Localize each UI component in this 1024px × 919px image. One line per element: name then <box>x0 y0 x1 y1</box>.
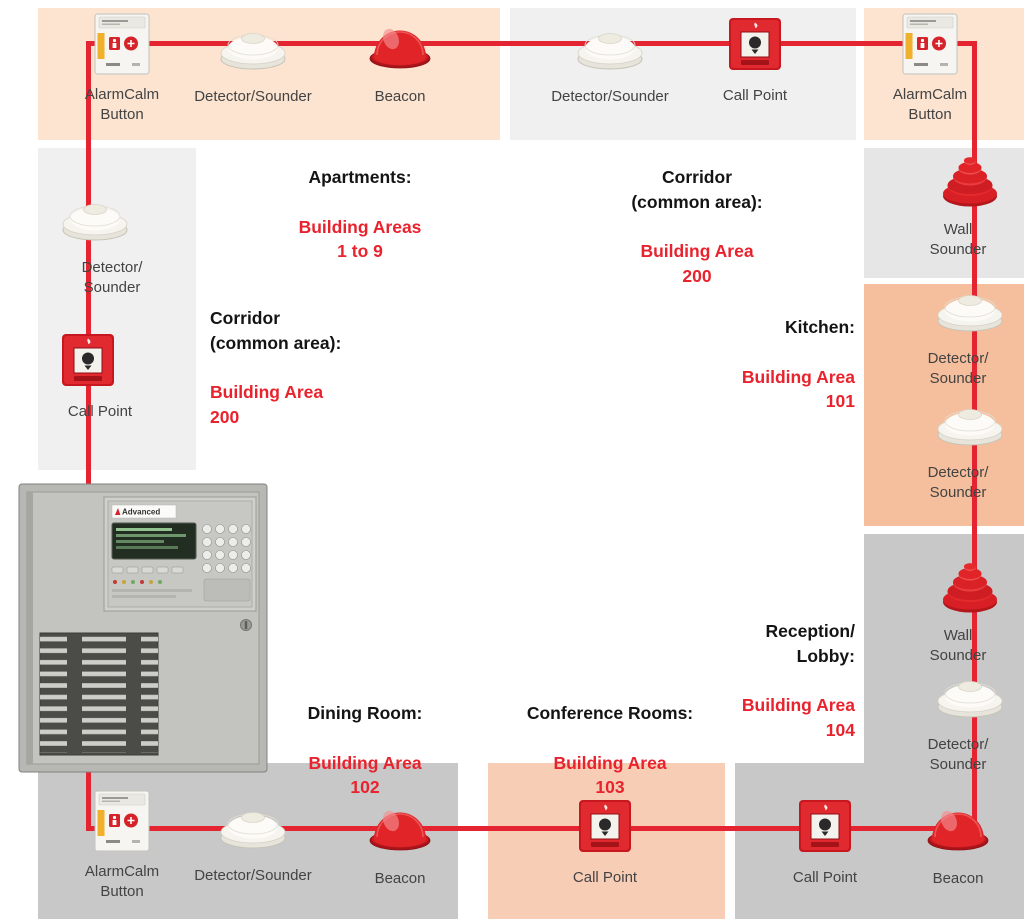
device-label: Wall Sounder <box>929 627 987 664</box>
device-call-point: Call Point <box>750 798 900 888</box>
device-alarmcalm-button: AlarmCalm Button <box>47 790 197 902</box>
area-heading: Dining Room: <box>307 702 423 723</box>
detector-sounder-icon <box>60 196 130 242</box>
device-label: Detector/Sounder <box>194 88 312 105</box>
device-label: Wall Sounder <box>929 221 987 258</box>
device-alarmcalm-button: AlarmCalm Button <box>855 13 1005 125</box>
area-heading: Corridor (common area): <box>210 307 342 353</box>
area-label-kitchen: Kitchen: Building Area 101 <box>742 290 855 439</box>
device-alarmcalm-button: AlarmCalm Button <box>47 13 197 125</box>
detector-sounder-icon <box>935 673 1005 719</box>
device-beacon: Beacon <box>325 799 475 889</box>
detector-sounder-icon <box>935 401 1005 447</box>
device-label: AlarmCalm Button <box>84 863 160 900</box>
area-heading: Apartments: <box>308 166 412 187</box>
area-detail: Building Area 103 <box>553 752 667 798</box>
device-wall-sounder: Wall Sounder <box>883 150 1024 260</box>
call-point-icon <box>60 332 116 388</box>
device-call-point: Call Point <box>680 16 830 106</box>
device-label: Detector/ Sounder <box>927 736 989 773</box>
zone-corridor-top <box>510 8 856 140</box>
device-detector-sounder: Detector/ Sounder <box>883 287 1024 389</box>
area-label-corridor-left: Corridor (common area): Building Area 20… <box>210 281 341 455</box>
zone-right-upper <box>864 148 1024 278</box>
area-detail: Building Area 200 <box>640 241 754 287</box>
device-detector-sounder: Detector/ Sounder <box>883 401 1024 503</box>
device-label: Detector/Sounder <box>194 867 312 884</box>
area-label-corridor-top: Corridor (common area): Building Area 20… <box>631 140 762 314</box>
device-label: Detector/ Sounder <box>81 259 143 296</box>
device-label: Call Point <box>67 403 133 420</box>
fire-alarm-control-panel: Advanced <box>18 483 268 778</box>
detector-sounder-icon <box>575 25 645 71</box>
beacon-icon <box>926 799 990 851</box>
device-label: Call Point <box>572 869 638 886</box>
zone-corridor-left <box>38 148 196 470</box>
area-detail: Building Area 102 <box>308 752 422 798</box>
device-detector-sounder: Detector/Sounder <box>178 25 328 107</box>
call-point-icon <box>797 798 853 854</box>
device-label: Detector/ Sounder <box>927 464 989 501</box>
device-beacon: Beacon <box>325 17 475 107</box>
area-label-reception-lobby: Reception/ Lobby: Building Area 104 <box>742 594 855 768</box>
wall-sounder-icon <box>939 150 1001 208</box>
device-call-point: Call Point <box>25 332 175 422</box>
area-label-apartments: Apartments: Building Areas 1 to 9 <box>299 140 422 289</box>
detector-sounder-icon <box>218 804 288 850</box>
device-call-point: Call Point <box>530 798 680 888</box>
device-label: Beacon <box>932 870 984 887</box>
wall-sounder-icon <box>939 556 1001 614</box>
area-label-conference-rooms: Conference Rooms: Building Area 103 <box>527 676 693 825</box>
device-label: Detector/ Sounder <box>927 350 989 387</box>
area-heading: Conference Rooms: <box>526 702 694 723</box>
detector-sounder-icon <box>935 287 1005 333</box>
device-wall-sounder: Wall Sounder <box>883 556 1024 666</box>
area-label-dining-room: Dining Room: Building Area 102 <box>308 676 423 825</box>
area-detail: Building Areas 1 to 9 <box>298 216 422 262</box>
area-heading: Corridor (common area): <box>631 166 763 212</box>
area-detail: Building Area 104 <box>741 695 855 741</box>
detector-sounder-icon <box>218 25 288 71</box>
device-label: Detector/Sounder <box>551 88 669 105</box>
loop-wire-panel-drop <box>86 766 91 828</box>
loop-wire-bottom <box>86 826 977 831</box>
device-label: Call Point <box>722 87 788 104</box>
alarmcalm-button-icon <box>92 13 152 75</box>
device-label: AlarmCalm Button <box>892 86 968 123</box>
device-beacon: Beacon <box>883 799 1024 889</box>
alarmcalm-button-icon <box>92 790 152 852</box>
device-detector-sounder: Detector/ Sounder <box>37 196 187 298</box>
device-label: Beacon <box>374 870 426 887</box>
area-heading: Kitchen: <box>785 316 855 337</box>
panel-brand: Advanced <box>122 508 160 517</box>
beacon-icon <box>368 17 432 69</box>
area-detail: Building Area 200 <box>210 382 324 428</box>
device-detector-sounder: Detector/ Sounder <box>883 673 1024 775</box>
device-detector-sounder: Detector/Sounder <box>178 804 328 886</box>
loop-wire-left <box>86 41 91 491</box>
call-point-icon <box>727 16 783 72</box>
control-panel-icon: Advanced <box>18 483 268 773</box>
device-label: Call Point <box>792 869 858 886</box>
area-heading: Reception/ Lobby: <box>765 620 855 666</box>
device-label: AlarmCalm Button <box>84 86 160 123</box>
loop-wire-top <box>86 41 977 46</box>
device-detector-sounder: Detector/Sounder <box>535 25 685 107</box>
alarmcalm-button-icon <box>900 13 960 75</box>
device-label: Beacon <box>374 88 426 105</box>
area-detail: Building Area 101 <box>741 366 855 412</box>
